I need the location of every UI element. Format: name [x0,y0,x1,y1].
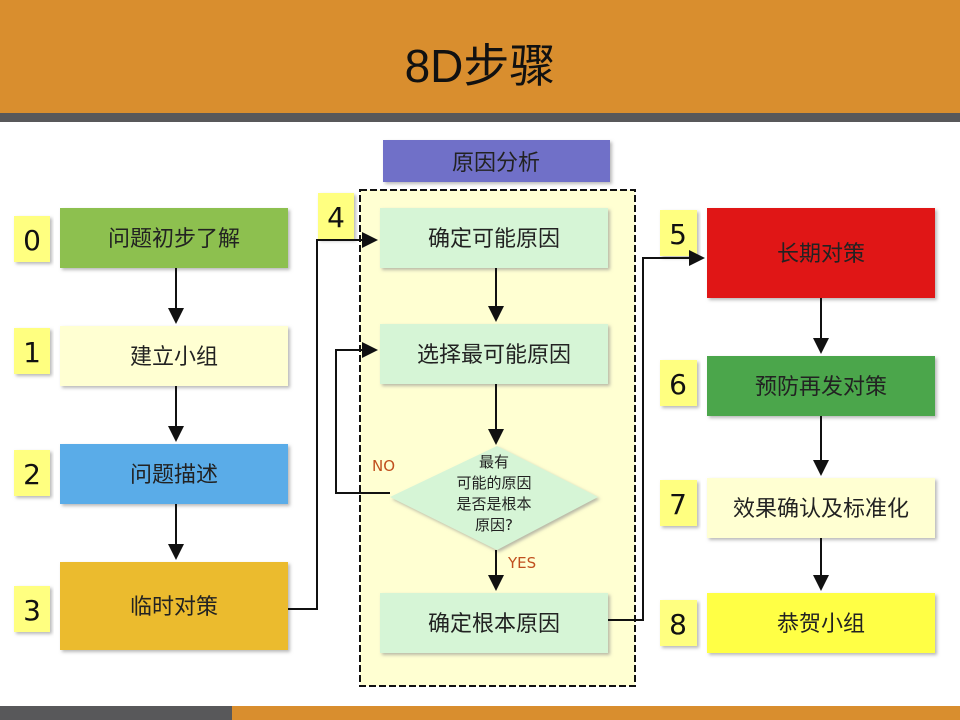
svg-text:确定根本原因: 确定根本原因 [428,612,560,637]
svg-text:原因?: 原因? [475,516,513,534]
step-number-4: 4 [318,193,354,239]
analysis-possible-causes: 确定可能原因 [380,208,608,268]
svg-text:6: 6 [669,368,687,401]
footer-bar-dark [0,706,232,720]
step-number-1: 1 [14,328,50,374]
step-8: 恭贺小组 [707,593,935,653]
svg-text:7: 7 [669,488,687,521]
analysis-section-header [383,140,610,182]
step-6: 预防再发对策 [707,356,935,416]
step-0: 问题初步了解 [60,208,288,268]
svg-text:确定可能原因: 确定可能原因 [428,227,560,252]
svg-text:问题描述: 问题描述 [130,463,218,488]
arrow-decision-no [335,342,390,494]
svg-text:1: 1 [23,336,41,369]
step-1: 建立小组 [60,326,288,386]
svg-text:最有: 最有 [479,453,509,471]
svg-text:临时对策: 临时对策 [130,595,218,620]
svg-text:选择最可能原因: 选择最可能原因 [417,343,571,368]
step-5: 长期对策 [707,208,935,298]
svg-text:预防再发对策: 预防再发对策 [755,375,887,400]
svg-text:可能的原因: 可能的原因 [456,474,531,492]
svg-text:3: 3 [23,594,41,627]
yes-label: YES [507,554,536,572]
svg-text:恭贺小组: 恭贺小组 [777,612,865,637]
step-number-7: 7 [660,480,697,526]
step-3: 临时对策 [60,562,288,650]
step-number-5: 5 [660,210,697,256]
page-title: 8D步骤 [404,40,556,92]
step-number-2: 2 [14,450,50,496]
analysis-most-likely-cause: 选择最可能原因 [380,324,608,384]
step-7: 效果确认及标准化 [707,478,935,538]
svg-text:5: 5 [669,218,687,251]
svg-text:建立小组: 建立小组 [130,345,218,370]
header-divider [0,113,960,122]
header-bar [0,0,960,113]
step-number-6: 6 [660,360,697,406]
svg-text:效果确认及标准化: 效果确认及标准化 [733,497,909,522]
svg-text:4: 4 [327,201,345,234]
svg-text:8: 8 [669,608,687,641]
svg-text:是否是根本: 是否是根本 [456,495,531,513]
svg-text:长期对策: 长期对策 [777,242,865,267]
step-number-8: 8 [660,600,697,646]
footer-bar-orange [232,706,960,720]
step-2: 问题描述 [60,444,288,504]
svg-text:2: 2 [23,458,41,491]
arrow-4-5 [608,250,705,621]
step-number-3: 3 [14,586,50,632]
analysis-decision-diamond: 最有 可能的原因 是否是根本 原因? [390,446,598,550]
analysis-section-label: 原因分析 [452,151,540,176]
step-number-0: 0 [14,216,50,262]
svg-text:问题初步了解: 问题初步了解 [108,227,240,252]
analysis-root-cause: 确定根本原因 [380,593,608,653]
no-label: NO [372,457,395,475]
arrow-3-4 [288,232,378,610]
svg-text:0: 0 [23,224,41,257]
